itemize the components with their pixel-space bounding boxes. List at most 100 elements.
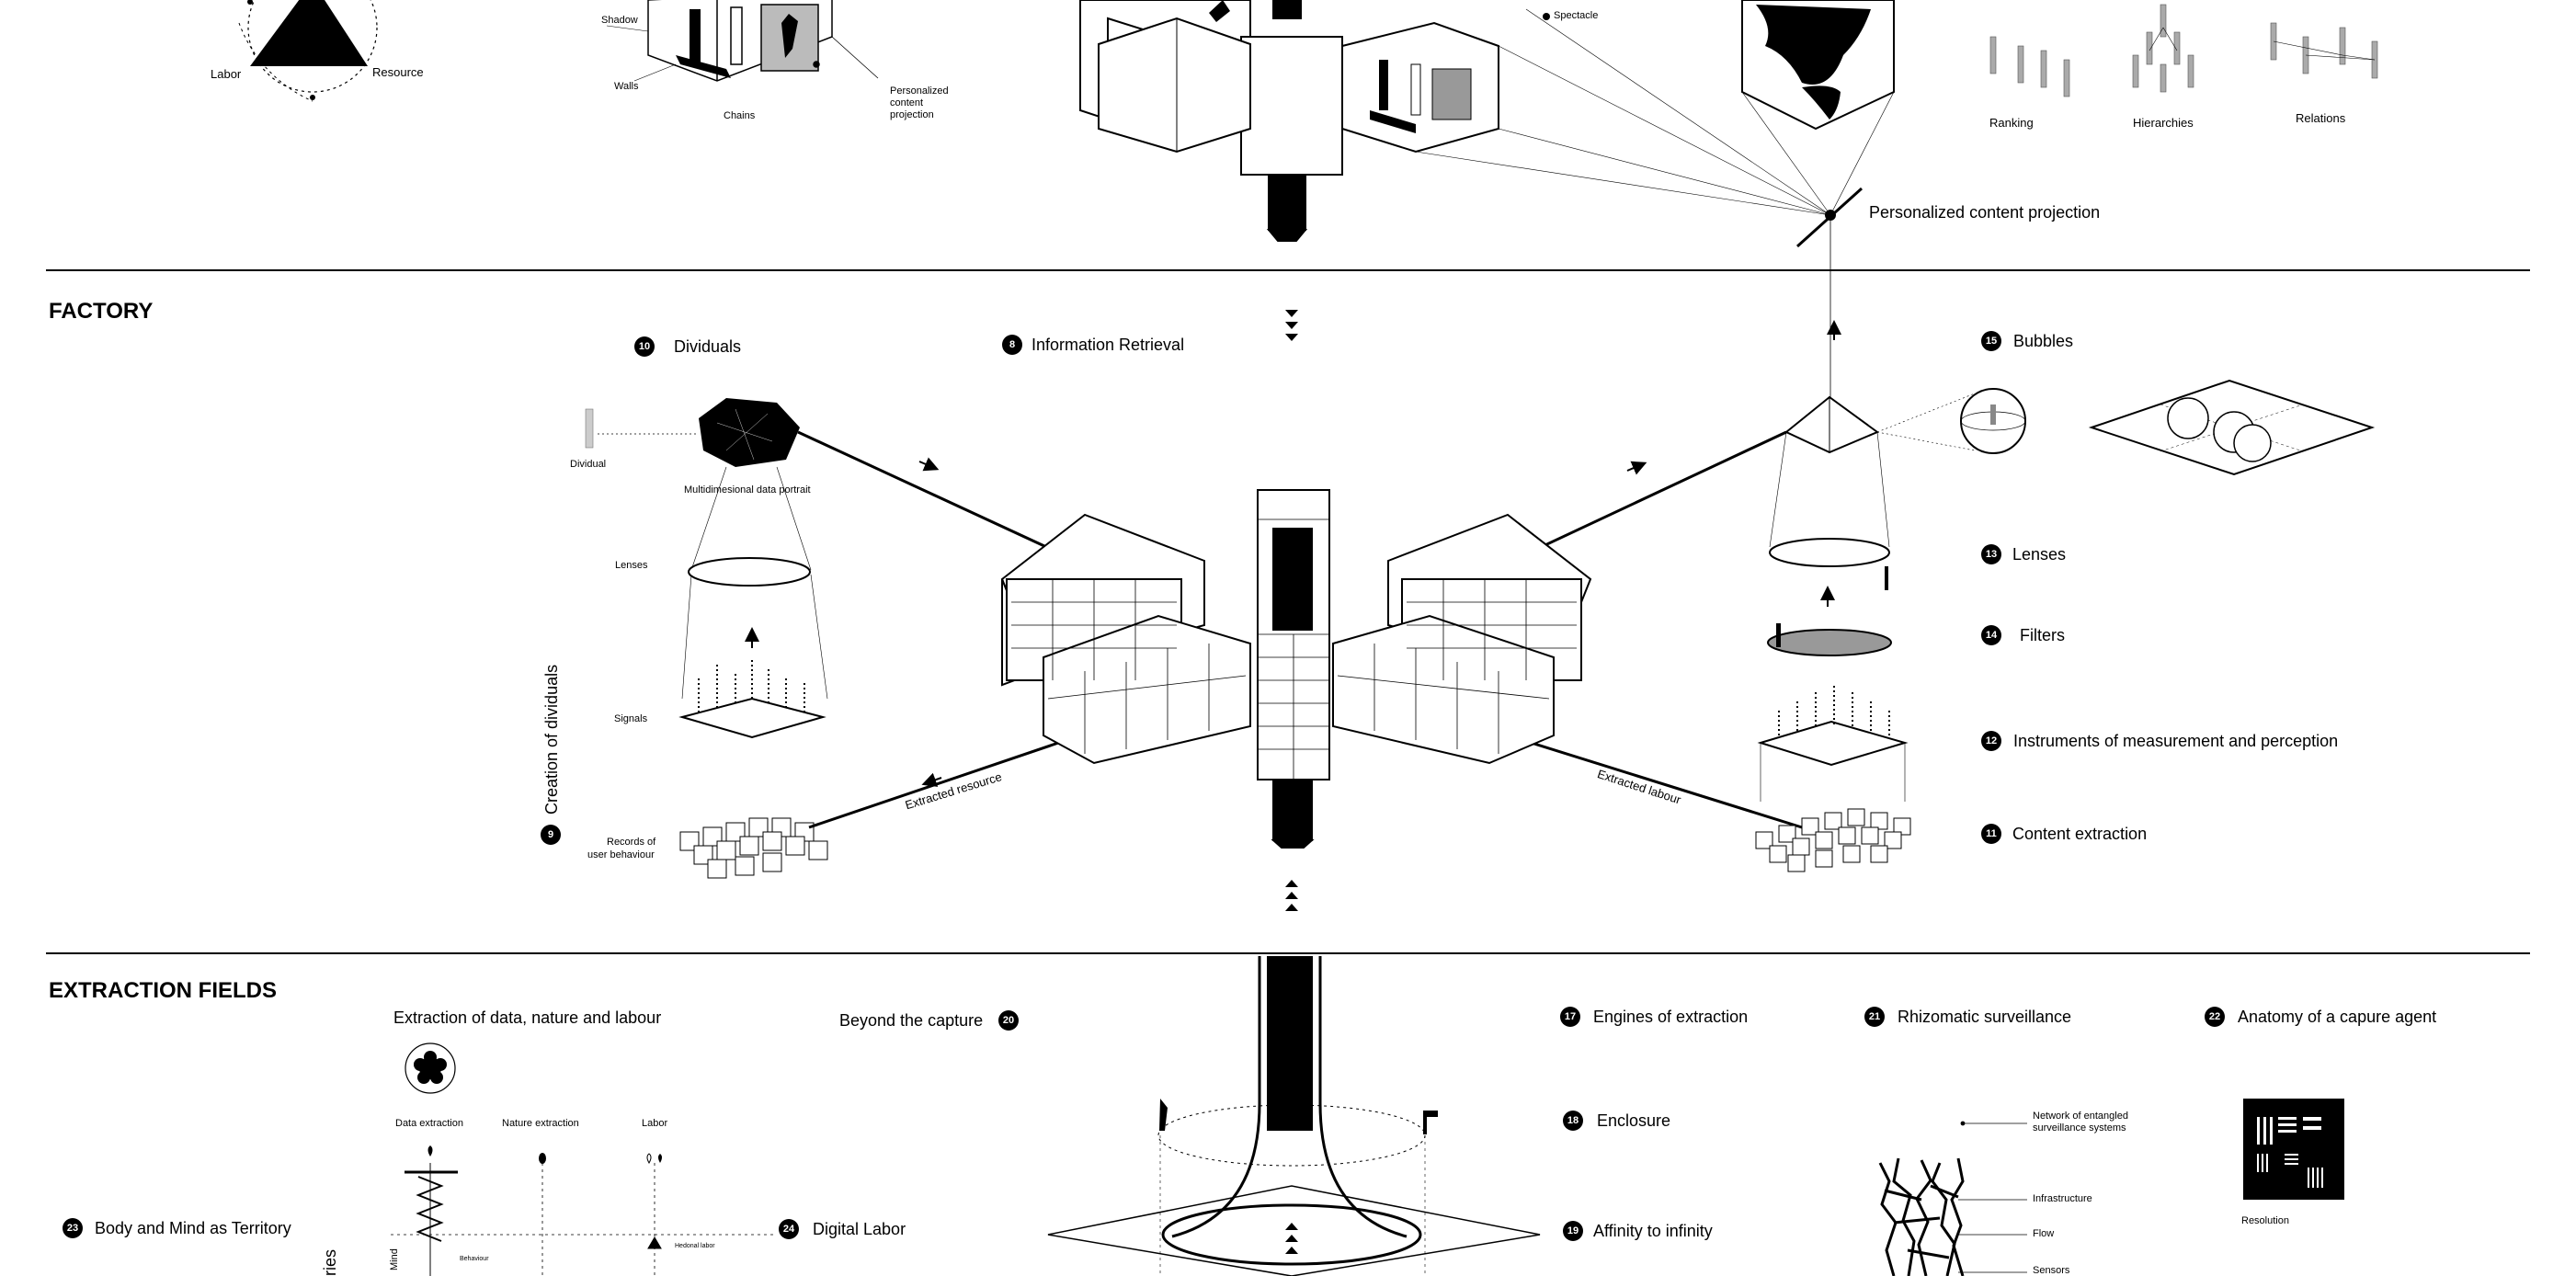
- rhizomatic-label: Rhizomatic surveillance: [1898, 1008, 2072, 1026]
- hedonal-label: Hedonal labor: [675, 1243, 715, 1249]
- up-arrows: [1285, 880, 1298, 911]
- content-label: content: [890, 97, 924, 108]
- badge-8: 8: [1002, 335, 1022, 355]
- records-cubes: [679, 817, 828, 879]
- badge-20: 20: [998, 1010, 1019, 1031]
- mind-label: Mind: [389, 1248, 400, 1270]
- infrastructure-label: Infrastructure: [2033, 1193, 2092, 1204]
- dividual-label: Dividual: [570, 459, 607, 470]
- records-label-1: Records of: [607, 837, 656, 848]
- bubbles-plane: [2088, 379, 2376, 476]
- extraction-drops: [427, 1145, 662, 1165]
- right-lens: [1769, 538, 1890, 567]
- instruments-label: Instruments of measurement and perceptio…: [2013, 732, 2339, 750]
- signals-label: Signals: [614, 713, 648, 724]
- badge-17: 17: [1560, 1007, 1580, 1027]
- badge-12: 12: [1981, 731, 2001, 751]
- bubbles-label: Bubbles: [2013, 332, 2074, 350]
- badge-14: 14: [1981, 625, 2001, 645]
- lenses-small-label: Lenses: [615, 560, 648, 571]
- hierarchies-label: Hierarchies: [2133, 116, 2194, 130]
- engines-label: Engines of extraction: [1593, 1008, 1749, 1026]
- cave-box: [606, 0, 879, 82]
- projection-rays: [1415, 8, 1895, 216]
- network-label-2: surveillance systems: [2033, 1122, 2126, 1134]
- badge-13: 13: [1981, 544, 2001, 564]
- resource-label: Resource: [372, 65, 424, 79]
- personalized-label: Personalized: [890, 85, 949, 97]
- dividuals-label: Dividuals: [674, 337, 742, 356]
- sensors-label: Sensors: [2033, 1265, 2070, 1276]
- factory-axes: [797, 430, 1803, 829]
- network-label-1: Network of entangled: [2033, 1111, 2128, 1122]
- flow-label: Flow: [2033, 1228, 2055, 1239]
- triangle-diagram: [238, 0, 378, 102]
- badge-18: 18: [1563, 1111, 1583, 1131]
- ries-label: ries: [321, 1248, 339, 1276]
- digital-labor-label: Digital Labor: [813, 1220, 906, 1238]
- down-arrows: [1285, 310, 1298, 341]
- lenses-label: Lenses: [2012, 545, 2067, 564]
- chains-label: Chains: [724, 110, 756, 121]
- globe-cube: [1741, 0, 1895, 131]
- beyond-capture-label: Beyond the capture: [839, 1011, 984, 1030]
- badge-23: 23: [63, 1218, 83, 1238]
- spectacle-label: Spectacle: [1554, 10, 1599, 21]
- projection-label: projection: [890, 109, 934, 120]
- badge-22: 22: [2205, 1007, 2225, 1027]
- filters-label: Filters: [2020, 626, 2065, 644]
- badge-24: 24: [779, 1219, 799, 1239]
- badge-15: 15: [1981, 331, 2001, 351]
- portrait-label: Multidimesional data portrait: [684, 484, 811, 496]
- instruments-plane: [1757, 685, 1909, 802]
- affinity-label: Affinity to infinity: [1593, 1222, 1713, 1240]
- extraction-fields-title: EXTRACTION FIELDS: [49, 978, 278, 1003]
- content-cubes: [1755, 808, 1911, 872]
- badge-11: 11: [1981, 824, 2001, 844]
- data-portrait: [699, 398, 800, 467]
- prism-pyramid: [1769, 393, 1976, 548]
- content-extraction-label: Content extraction: [2012, 825, 2148, 843]
- labor-column-label: Labor: [642, 1118, 668, 1129]
- anatomy-label: Anatomy of a capure agent: [2238, 1008, 2437, 1026]
- relations-figures: [2270, 22, 2378, 79]
- signals-plane: [678, 657, 826, 739]
- badge-19: 19: [1563, 1221, 1583, 1241]
- extraction-of-label: Extraction of data, nature and labour: [393, 1008, 662, 1027]
- walls-label: Walls: [614, 81, 639, 92]
- factory-building: [1000, 489, 1592, 849]
- filter-disc: [1767, 623, 1892, 656]
- shadow-label: Shadow: [601, 15, 638, 26]
- bubble-sphere: [1960, 388, 2026, 454]
- focal-point: [1795, 187, 1864, 400]
- resolution-label: Resolution: [2241, 1215, 2289, 1226]
- enclosure-label: Enclosure: [1597, 1111, 1671, 1130]
- factory-arrows: [918, 320, 1841, 787]
- ranking-label: Ranking: [1989, 116, 2034, 130]
- labor-label: Labor: [211, 67, 242, 81]
- left-lens-beam: [681, 466, 828, 700]
- records-label-2: user behaviour: [587, 849, 655, 860]
- data-extraction-label: Data extraction: [395, 1118, 463, 1129]
- extraction-flower-icon: [405, 1042, 456, 1094]
- server-racks: [1011, 579, 1577, 754]
- factory-title: FACTORY: [49, 299, 154, 324]
- badge-10: 10: [634, 336, 655, 357]
- ranking-figures: [1989, 36, 2070, 97]
- info-retrieval-label: Information Retrieval: [1032, 336, 1185, 354]
- central-tower-top: [1079, 0, 1499, 242]
- spectacle-dot: [1543, 13, 1550, 20]
- pcp-label: Personalized content projection: [1869, 203, 2101, 222]
- rhizome-leaders: [1958, 1121, 2027, 1273]
- nature-extraction-label: Nature extraction: [502, 1118, 579, 1129]
- body-mind-label: Body and Mind as Territory: [95, 1219, 291, 1237]
- rhizome-network: [1878, 1157, 1965, 1276]
- resolution-chart: [2243, 1099, 2344, 1200]
- badge-21: 21: [1864, 1007, 1885, 1027]
- enclosure-tower: [1047, 956, 1541, 1276]
- behaviour-label: Behaviour: [460, 1256, 489, 1262]
- left-lens: [688, 557, 811, 587]
- extraction-columns: [391, 1163, 777, 1276]
- badge-9: 9: [541, 825, 561, 845]
